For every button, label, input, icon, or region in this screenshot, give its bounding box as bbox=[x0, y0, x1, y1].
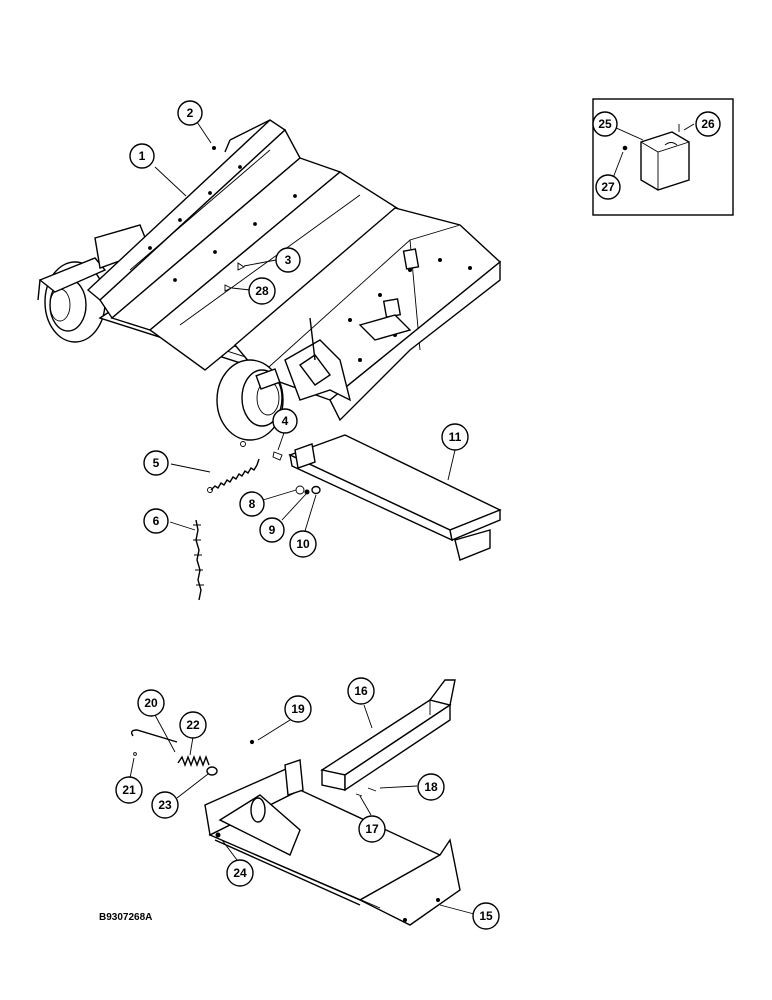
callout-21: 21 bbox=[115, 776, 143, 804]
callout-10: 10 bbox=[289, 530, 317, 558]
svg-text:6: 6 bbox=[153, 514, 160, 528]
callout-4: 4 bbox=[272, 408, 298, 434]
callout-24: 24 bbox=[226, 859, 254, 887]
lower-assembly bbox=[130, 679, 461, 926]
svg-text:16: 16 bbox=[354, 684, 368, 698]
callout-2: 2 bbox=[177, 100, 203, 126]
svg-text:3: 3 bbox=[285, 253, 292, 267]
callout-20: 20 bbox=[137, 689, 165, 717]
leader-lines bbox=[129, 121, 475, 915]
svg-text:8: 8 bbox=[249, 497, 256, 511]
svg-text:2: 2 bbox=[187, 106, 194, 120]
svg-text:19: 19 bbox=[291, 702, 305, 716]
callout-22: 22 bbox=[179, 711, 207, 739]
svg-text:10: 10 bbox=[296, 537, 310, 551]
svg-text:1: 1 bbox=[139, 149, 146, 163]
svg-text:24: 24 bbox=[233, 866, 247, 880]
svg-text:15: 15 bbox=[479, 909, 493, 923]
callout-28: 28 bbox=[248, 277, 276, 305]
callout-27: 27 bbox=[595, 174, 621, 200]
svg-text:4: 4 bbox=[282, 414, 289, 428]
callout-16: 16 bbox=[347, 677, 375, 705]
callout-11: 11 bbox=[441, 423, 469, 451]
callout-18: 18 bbox=[417, 773, 445, 801]
svg-text:20: 20 bbox=[144, 696, 158, 710]
figure-code: B9307268A bbox=[99, 912, 152, 923]
callout-3: 3 bbox=[275, 247, 301, 273]
svg-text:17: 17 bbox=[365, 822, 379, 836]
callout-6: 6 bbox=[143, 508, 169, 534]
callout-15: 15 bbox=[472, 902, 500, 930]
callout-1: 1 bbox=[129, 143, 155, 169]
shield-plate bbox=[288, 434, 502, 561]
svg-text:23: 23 bbox=[158, 798, 172, 812]
callout-26: 26 bbox=[695, 111, 721, 137]
callout-9: 9 bbox=[259, 517, 285, 543]
callout-8: 8 bbox=[239, 491, 265, 517]
svg-text:26: 26 bbox=[701, 117, 715, 131]
svg-text:25: 25 bbox=[598, 117, 612, 131]
callout-17: 17 bbox=[358, 815, 386, 843]
callout-25: 25 bbox=[592, 111, 618, 137]
callout-5: 5 bbox=[143, 450, 169, 476]
beam-holes bbox=[148, 165, 297, 282]
callouts: 1 2 3 4 5 6 8 9 10 11 15 16 17 18 19 20 … bbox=[115, 100, 721, 930]
svg-text:21: 21 bbox=[122, 783, 136, 797]
upper-assembly bbox=[37, 119, 502, 441]
inset-box bbox=[592, 98, 734, 216]
svg-text:9: 9 bbox=[269, 523, 276, 537]
svg-text:28: 28 bbox=[255, 284, 269, 298]
callout-23: 23 bbox=[151, 791, 179, 819]
svg-text:11: 11 bbox=[449, 430, 462, 444]
svg-text:18: 18 bbox=[424, 780, 438, 794]
svg-text:27: 27 bbox=[601, 180, 615, 194]
svg-text:22: 22 bbox=[186, 718, 200, 732]
svg-text:5: 5 bbox=[153, 456, 160, 470]
spring-chain-group bbox=[193, 441, 321, 601]
callout-19: 19 bbox=[284, 695, 312, 723]
